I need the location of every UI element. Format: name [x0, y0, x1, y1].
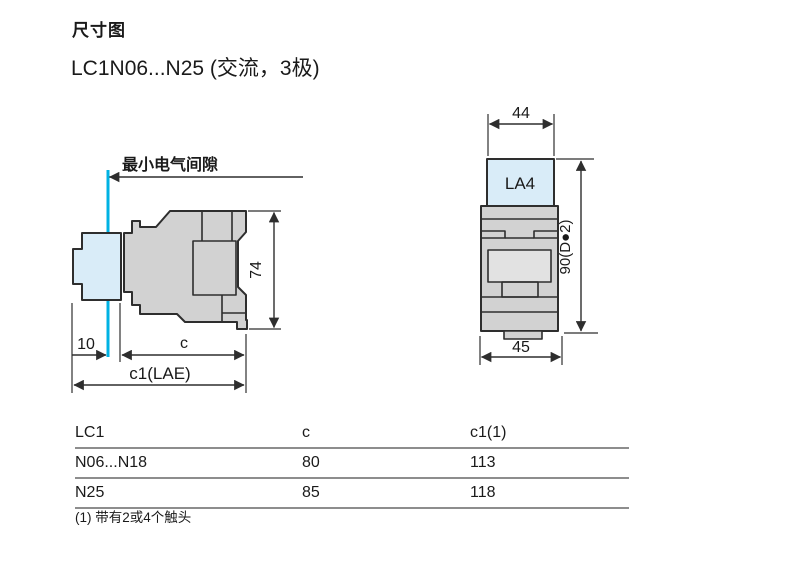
page-title: 尺寸图 — [72, 21, 126, 40]
side-view-detail-lines — [192, 211, 246, 321]
front-view-drawing: 44 LA4 90(D● — [479, 105, 598, 365]
col-header-c: c — [302, 419, 470, 449]
front-view-detail-lines — [480, 218, 559, 340]
product-reference-subtitle: LC1N06...N25 (交流，3极) — [71, 57, 320, 80]
cell-model: N06...N18 — [75, 448, 302, 479]
dim-c1-value: c1(LAE) — [129, 364, 190, 383]
aux-contact-block — [72, 232, 122, 301]
dim-44-value: 44 — [512, 105, 530, 122]
la4-module-label: LA4 — [505, 174, 535, 193]
dim-90-value: 90(D●2) — [557, 220, 574, 275]
cell-c1: 113 — [470, 448, 629, 479]
col-header-c1: c1(1) — [470, 419, 629, 449]
dim-c-value: c — [180, 335, 188, 352]
dim-74: 74 — [248, 210, 281, 330]
dim-45-value: 45 — [512, 339, 530, 356]
dim-74-value: 74 — [248, 261, 265, 279]
table-row: N06...N18 80 113 — [75, 448, 629, 479]
col-header-lc1: LC1 — [75, 419, 302, 449]
bottom-dimensions: 10 c c1(LAE) — [71, 303, 247, 393]
cell-c: 85 — [302, 478, 470, 509]
contactor-body-side — [123, 210, 248, 330]
dim-90: 90(D●2) — [556, 158, 598, 334]
table-row: N25 85 118 — [75, 478, 629, 509]
cell-c1: 118 — [470, 478, 629, 509]
side-view-drawing: 最小电气间隙 74 — [71, 155, 303, 393]
cell-model: N25 — [75, 478, 302, 509]
clearance-label: 最小电气间隙 — [122, 155, 218, 174]
cell-c: 80 — [302, 448, 470, 479]
dim-44: 44 — [487, 105, 555, 156]
dim-45: 45 — [479, 336, 563, 365]
table-footnote: (1) 带有2或4个触头 — [75, 510, 192, 525]
table-header-row: LC1 c c1(1) — [75, 419, 629, 449]
dim-10-value: 10 — [77, 336, 95, 353]
dimension-table: LC1 c c1(1) N06...N18 80 113 N25 85 118 — [75, 419, 629, 509]
